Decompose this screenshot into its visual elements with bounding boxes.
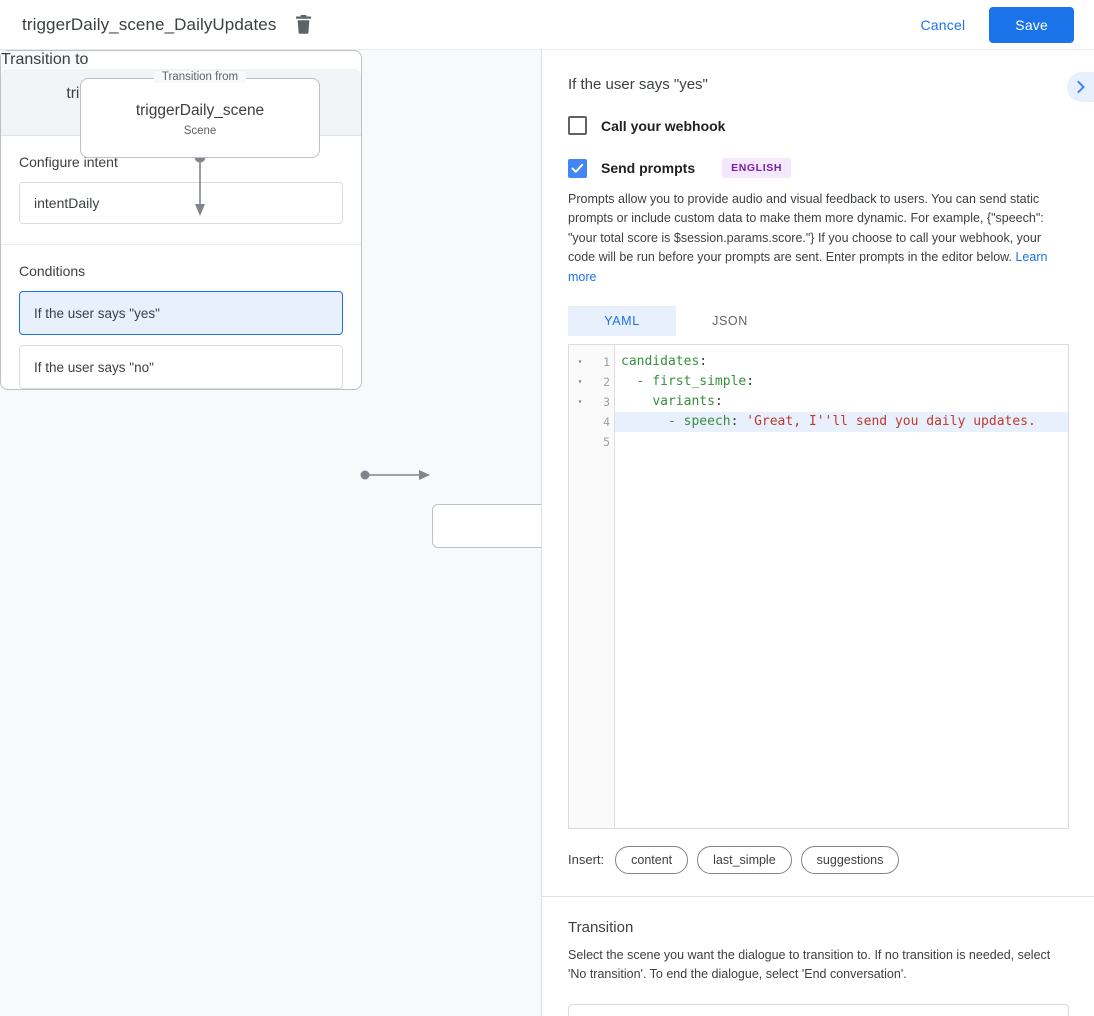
code-punct: : [714, 393, 723, 409]
code-key: - speech [667, 413, 731, 429]
transition-from-legend: Transition from [153, 71, 247, 83]
cancel-button[interactable]: Cancel [907, 8, 980, 42]
fold-marker [569, 432, 591, 452]
fold-marker [569, 412, 591, 432]
insert-chip-suggestions[interactable]: suggestions [800, 845, 900, 874]
code-indent [621, 374, 637, 389]
page-title: triggerDaily_scene_DailyUpdates [22, 14, 277, 34]
delete-button[interactable] [290, 12, 316, 38]
configure-intent-section: Configure intent intentDaily [1, 136, 361, 245]
details-panel: If the user says "yes" Call your webhook [541, 50, 1094, 1016]
condition-item-yes[interactable]: If the user says "yes" [19, 291, 343, 335]
code-line[interactable]: candidates: [615, 352, 1068, 372]
chevron-right-icon [1077, 80, 1085, 94]
details-panel-title: If the user says "yes" [568, 76, 708, 93]
tab-yaml[interactable]: YAML [568, 305, 676, 336]
code-line-active[interactable]: - speech: 'Great, I''ll send you daily u… [615, 411, 1068, 432]
editor-fold-gutter[interactable]: ▾ ▾ ▾ [569, 344, 591, 828]
top-bar-actions: Cancel Save [907, 6, 1094, 43]
code-line[interactable] [615, 432, 1068, 452]
transition-from-body: triggerDaily_scene Scene [81, 79, 319, 137]
code-indent [621, 414, 668, 429]
linked-target-node[interactable] [432, 504, 541, 548]
send-prompts-help: Prompts allow you to provide audio and v… [568, 190, 1068, 287]
tab-json[interactable]: JSON [676, 306, 784, 336]
code-key: variants [652, 393, 715, 409]
code-punct: : [746, 373, 755, 389]
transition-from-title: triggerDaily_scene [135, 102, 265, 119]
code-punct: : [730, 413, 747, 429]
send-prompts-label: Send prompts [601, 160, 696, 176]
learn-more-link[interactable]: Learn more [568, 250, 1048, 284]
line-number: 1 [603, 354, 610, 369]
intent-field[interactable]: intentDaily [19, 182, 343, 224]
code-indent [621, 394, 652, 409]
conditions-section: Conditions If the user says "yes" If the… [1, 245, 361, 409]
line-number: 2 [603, 374, 610, 389]
fold-marker[interactable]: ▾ [577, 376, 583, 386]
code-punct: : [699, 353, 708, 369]
details-panel-body: Call your webhook Send prompts ENGLISH P… [542, 116, 1094, 1016]
section-divider [542, 895, 1094, 897]
prompt-code-editor[interactable]: ▾ ▾ ▾ 1 2 3 4 5 candidates: [568, 343, 1069, 829]
scene-graph-canvas[interactable]: Transition from triggerDaily_scene Scene… [0, 50, 541, 1016]
send-prompts-help-text: Prompts allow you to provide audio and v… [568, 192, 1044, 265]
code-line[interactable]: - first_simple: [615, 372, 1068, 392]
transition-from-subtitle: Scene [183, 125, 217, 137]
insert-label: Insert: [568, 852, 605, 868]
fold-marker[interactable]: ▾ [577, 356, 583, 366]
details-panel-header: If the user says "yes" [542, 50, 1094, 93]
checkmark-icon [571, 163, 584, 173]
expand-panel-button[interactable] [1067, 72, 1094, 102]
code-key: candidates [621, 353, 700, 369]
line-number: 4 [603, 414, 610, 429]
configure-intent-label: Configure intent [19, 154, 118, 170]
fold-marker[interactable]: ▾ [577, 396, 583, 406]
transition-from-node[interactable]: Transition from triggerDaily_scene Scene [80, 71, 320, 158]
transition-section-title: Transition [568, 918, 634, 936]
transition-section-description: Select the scene you want the dialogue t… [568, 947, 1051, 982]
code-line[interactable]: variants: [615, 392, 1068, 412]
code-string: 'Great, I''ll send you daily updates. [746, 413, 1036, 429]
webhook-row[interactable]: Call your webhook [568, 116, 1069, 135]
send-prompts-row[interactable]: Send prompts ENGLISH [568, 158, 1069, 178]
webhook-label: Call your webhook [601, 117, 726, 134]
save-button[interactable]: Save [989, 6, 1074, 43]
insert-chip-last-simple[interactable]: last_simple [697, 845, 792, 874]
editor-code-area[interactable]: candidates: - first_simple: variants: - … [615, 345, 1068, 828]
insert-chip-content[interactable]: content [615, 845, 689, 874]
condition-item-no[interactable]: If the user says "no" [19, 345, 343, 389]
transition-select[interactable]: End conversation [568, 1003, 1069, 1016]
insert-row: Insert: content last_simple suggestions [568, 845, 1069, 874]
webhook-checkbox[interactable] [568, 116, 587, 135]
top-bar: triggerDaily_scene_DailyUpdates Cancel S… [0, 0, 1094, 50]
format-tabs: YAML JSON [568, 305, 1069, 336]
transition-to-legend: Transition to [1, 51, 89, 68]
trash-icon [295, 15, 311, 34]
conditions-label: Conditions [19, 263, 86, 279]
line-number: 5 [603, 434, 610, 449]
code-key: - first_simple [636, 373, 747, 389]
language-badge: ENGLISH [722, 158, 791, 178]
send-prompts-checkbox[interactable] [568, 158, 587, 178]
line-number: 3 [603, 394, 610, 409]
editor-line-numbers: 1 2 3 4 5 [591, 344, 615, 828]
